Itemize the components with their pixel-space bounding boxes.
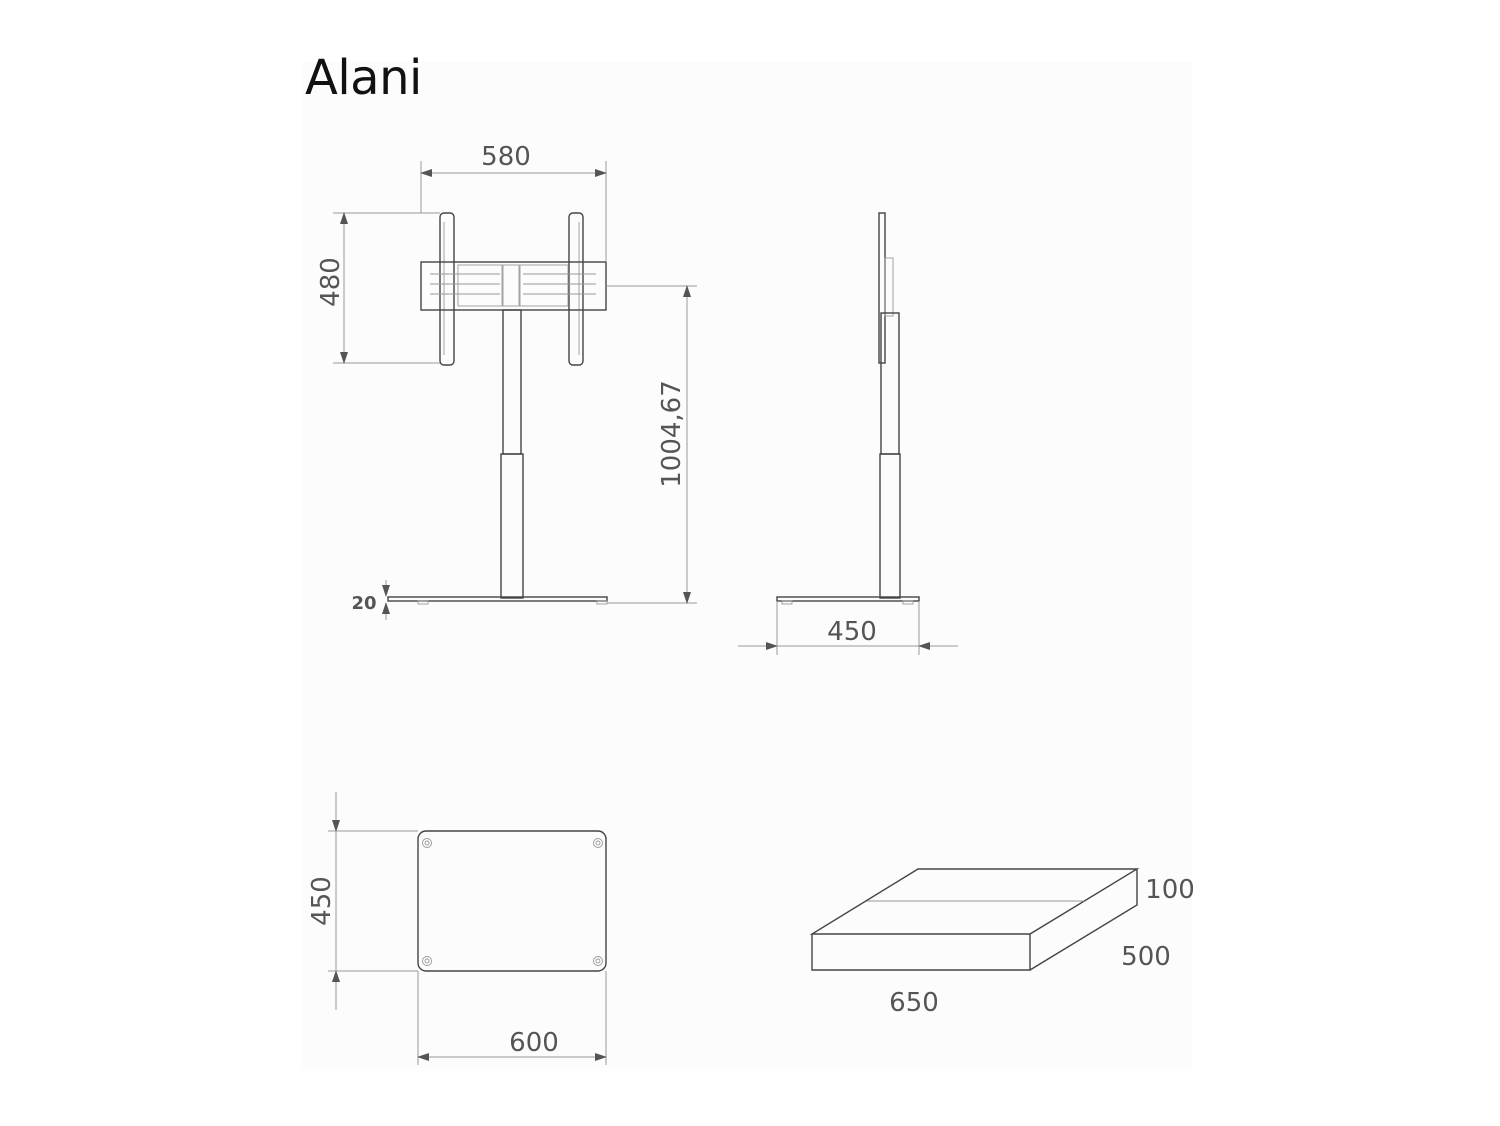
dim-base-depth: 450 xyxy=(307,876,337,926)
side-view: 450 xyxy=(738,212,958,655)
dim-height-to-mount: 1004,67 xyxy=(657,380,687,488)
left-rail xyxy=(439,212,455,366)
dim-side-depth: 450 xyxy=(827,617,877,647)
drawing-sheet xyxy=(302,62,1192,1068)
dim-base-width: 600 xyxy=(509,1028,559,1058)
dim-package-height: 100 xyxy=(1145,875,1195,905)
dim-base-thickness: 20 xyxy=(351,593,376,614)
dim-mount-height: 480 xyxy=(316,257,346,307)
pole xyxy=(500,309,524,599)
base-front xyxy=(387,596,608,605)
dim-package-width: 650 xyxy=(889,988,939,1018)
product-title: Alani xyxy=(305,50,422,106)
mount-plate xyxy=(420,261,607,311)
dim-mount-width: 580 xyxy=(481,142,531,172)
package-box: 100 500 650 xyxy=(809,868,1195,1018)
dim-package-depth: 500 xyxy=(1121,942,1171,972)
front-view: 580 480 1004,67 20 xyxy=(316,142,697,620)
right-rail xyxy=(568,212,584,366)
base-top-view: 450 600 xyxy=(307,792,607,1065)
